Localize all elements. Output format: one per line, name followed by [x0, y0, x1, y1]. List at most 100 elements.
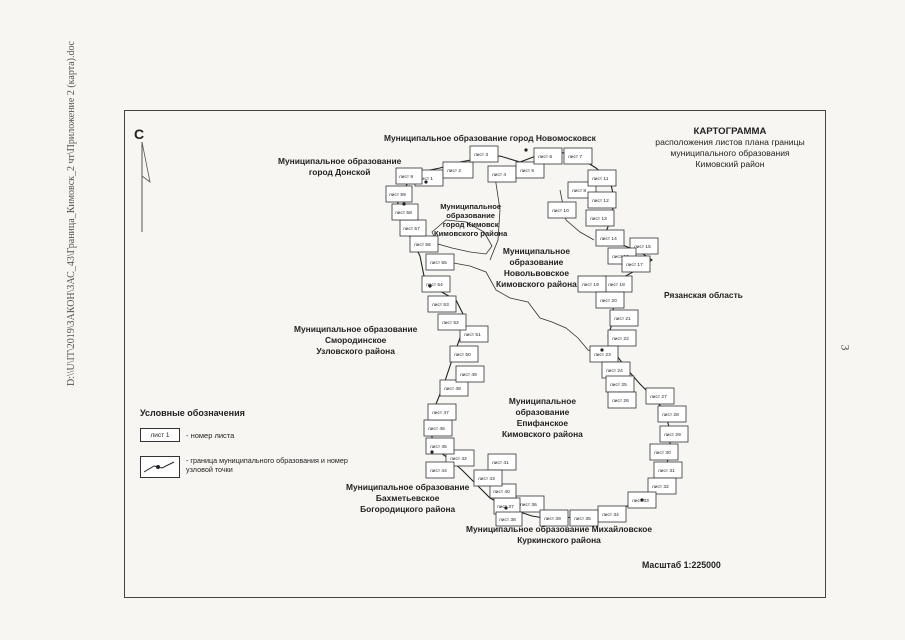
sheet-tile[interactable]: лист 49: [455, 365, 485, 383]
sheet-tile[interactable]: лист 9: [395, 167, 423, 185]
sheet-tile[interactable]: лист 7: [563, 147, 593, 165]
sheet-tile[interactable]: лист 43: [473, 469, 503, 487]
label-smorodino: Муниципальное образование Смородинское У…: [294, 324, 417, 357]
svg-text:лист 22: лист 22: [612, 336, 629, 342]
sheet-tile[interactable]: лист 39: [539, 509, 569, 527]
sheet-tile[interactable]: лист 54: [421, 275, 451, 293]
sheet-tile[interactable]: лист 34: [597, 505, 627, 523]
sheet-tile[interactable]: лист 10: [547, 201, 577, 219]
sheet-tile[interactable]: лист 56: [409, 235, 439, 253]
label-epifan-line2: образование: [515, 407, 570, 417]
label-epifan: Муниципальное образование Епифанское Ким…: [502, 396, 583, 440]
label-epifan-line1: Муниципальное: [508, 396, 576, 406]
sheet-tile[interactable]: лист 4: [487, 165, 517, 183]
sheet-tile[interactable]: лист 5: [515, 161, 545, 179]
sheet-tile[interactable]: лист 27: [645, 387, 675, 405]
svg-text:лист 25: лист 25: [610, 382, 627, 388]
sheet-tile[interactable]: лист 26: [607, 391, 637, 409]
svg-text:лист 2: лист 2: [447, 168, 461, 174]
sheet-tile[interactable]: лист 46: [423, 419, 453, 437]
sheet-tile[interactable]: лист 18: [603, 275, 633, 293]
svg-text:лист 15: лист 15: [634, 244, 651, 250]
svg-text:лист 8: лист 8: [572, 188, 586, 194]
sheet-tile[interactable]: лист 20: [595, 291, 625, 309]
sheet-tile[interactable]: лист 17: [621, 255, 651, 273]
label-kimovsk-town: Муниципальное образование город Кимовск …: [434, 202, 507, 238]
svg-text:лист 19: лист 19: [582, 282, 599, 288]
label-novolvovsk-line4: Кимовского района: [496, 279, 577, 289]
label-kimovsk-line3: город Кимовск: [442, 220, 499, 229]
svg-text:лист 32: лист 32: [652, 484, 669, 490]
sheet-tile[interactable]: лист 28: [657, 405, 687, 423]
label-novolvovsk-line3: Новольвовское: [503, 268, 570, 278]
legend-sheet-sample: лист 1: [140, 428, 180, 442]
sheet-tile[interactable]: лист 2: [442, 161, 474, 179]
sheet-tile[interactable]: лист 32: [647, 477, 677, 495]
sheet-tile[interactable]: лист 29: [659, 425, 689, 443]
svg-text:лист 21: лист 21: [614, 316, 631, 322]
sheet-tile[interactable]: лист 25: [605, 375, 635, 393]
svg-text:лист 23: лист 23: [594, 352, 611, 358]
svg-text:лист 33: лист 33: [632, 498, 649, 504]
sheet-tile[interactable]: лист 41: [487, 453, 517, 471]
sheet-tile[interactable]: лист 12: [587, 191, 617, 209]
sheet-tile[interactable]: лист 11: [587, 169, 617, 187]
svg-text:лист 45: лист 45: [430, 444, 447, 450]
svg-text:лист 34: лист 34: [602, 512, 619, 518]
sheet-tile[interactable]: лист 14: [595, 229, 625, 247]
sheet-tile[interactable]: лист 48: [439, 379, 469, 397]
svg-text:лист 38: лист 38: [499, 517, 516, 523]
sheet-tile[interactable]: лист 50: [449, 345, 479, 363]
sheet-tile[interactable]: лист 55: [425, 253, 455, 271]
sheet-tile[interactable]: лист 38: [495, 511, 523, 527]
map-frame: [124, 110, 826, 598]
sheet-tile[interactable]: лист 15: [629, 237, 659, 255]
sheet-tile[interactable]: лист 40: [489, 483, 517, 499]
sheet-tile[interactable]: лист 57: [399, 219, 427, 237]
sheet-tile[interactable]: лист 59: [385, 185, 413, 203]
sheet-tile[interactable]: лист 52: [437, 313, 467, 331]
sheet-tile[interactable]: лист 31: [653, 461, 683, 479]
sheet-tile[interactable]: лист 19: [577, 275, 607, 293]
svg-text:лист 58: лист 58: [395, 210, 412, 216]
svg-text:лист 48: лист 48: [444, 386, 461, 392]
svg-text:лист 13: лист 13: [590, 216, 607, 222]
sheet-tile[interactable]: лист 58: [391, 203, 419, 221]
svg-text:лист 39: лист 39: [544, 516, 561, 522]
svg-text:лист 47: лист 47: [432, 410, 449, 416]
legend-boundary-desc: - граница муниципального образования и н…: [186, 456, 348, 474]
label-donskoy: Муниципальное образование город Донской: [278, 156, 401, 178]
sheet-tile[interactable]: лист 3: [469, 145, 499, 163]
svg-text:лист 55: лист 55: [430, 260, 447, 266]
map-title-line2: расположения листов плана границы: [655, 137, 805, 147]
sheet-tile[interactable]: лист 53: [427, 295, 457, 313]
label-mikhail-line1: Муниципальное образование Михайловское: [466, 524, 652, 534]
sheet-tile[interactable]: лист 23: [589, 345, 619, 363]
sheet-tile[interactable]: лист 51: [459, 325, 489, 343]
label-kimovsk-line1: Муниципальное: [440, 202, 502, 211]
sheet-tile[interactable]: лист 6: [533, 147, 563, 165]
label-novolvovsk: Муниципальное образование Новольвовское …: [496, 246, 577, 290]
svg-text:лист 3: лист 3: [474, 152, 488, 158]
sheet-tile[interactable]: лист 13: [585, 209, 615, 227]
north-arrow-icon: [141, 142, 151, 232]
sheet-tile[interactable]: лист 30: [649, 443, 679, 461]
label-kimovsk-line2: образование: [446, 211, 496, 220]
sheet-tile[interactable]: лист 47: [427, 403, 457, 421]
sheet-tile[interactable]: лист 35: [569, 509, 599, 527]
svg-text:лист 17: лист 17: [626, 262, 643, 268]
svg-text:лист 46: лист 46: [428, 426, 445, 432]
sheet-tile[interactable]: лист 44: [425, 461, 455, 479]
svg-text:лист 7: лист 7: [568, 154, 582, 160]
label-novomoskovsk: Муниципальное образование город Новомоск…: [384, 133, 596, 143]
label-epifan-line4: Кимовского района: [502, 429, 583, 439]
svg-text:лист 56: лист 56: [414, 242, 431, 248]
sheet-tile[interactable]: лист 45: [425, 437, 455, 455]
north-label: С: [134, 126, 145, 142]
label-donskoy-line1: Муниципальное образование: [278, 156, 402, 166]
sheet-tile[interactable]: лист 21: [609, 309, 639, 327]
label-donskoy-line2: город Донской: [308, 167, 371, 177]
sheet-tile[interactable]: лист 22: [607, 329, 637, 347]
boundary-kimovsk-town: [431, 219, 493, 255]
svg-text:лист 59: лист 59: [389, 192, 406, 198]
